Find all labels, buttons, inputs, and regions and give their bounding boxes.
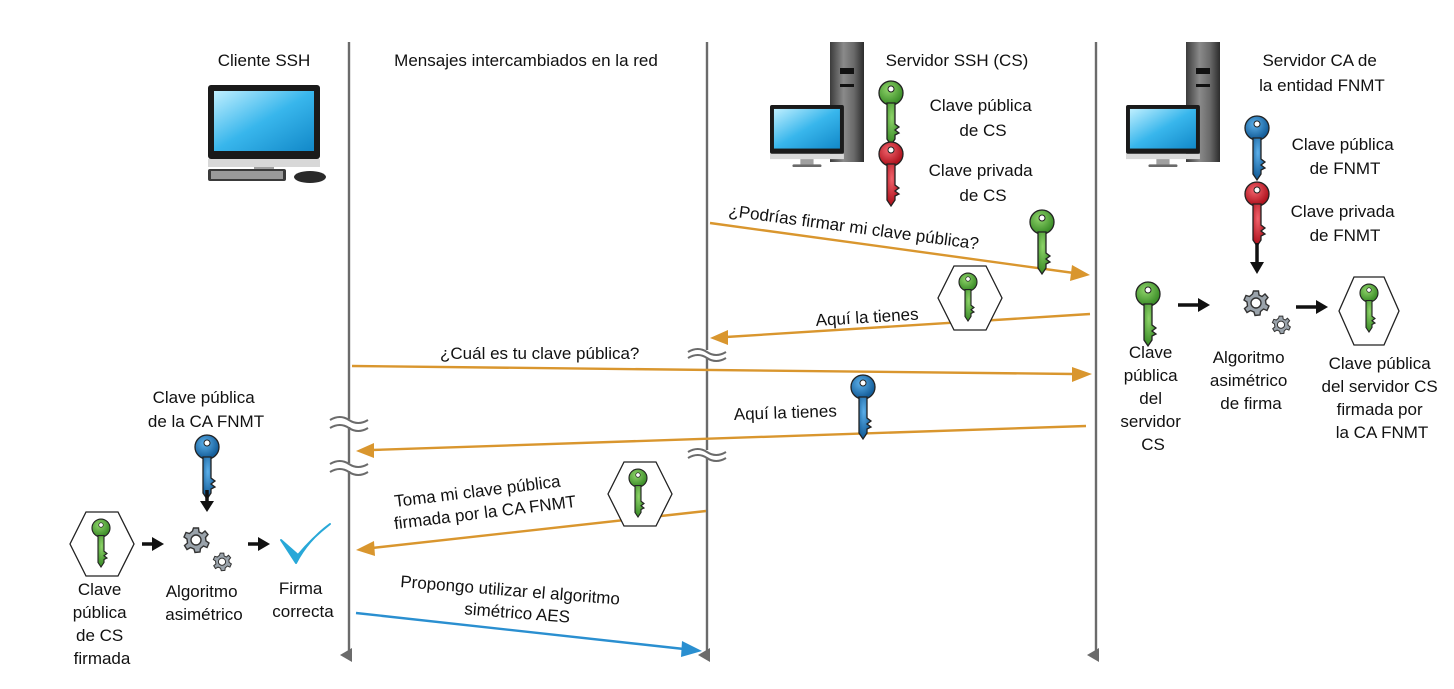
message-ask-public-key-label: ¿Cuál es tu clave pública?: [440, 344, 639, 363]
ca-algorithm-gear-icon: [1243, 290, 1290, 334]
message-signed-reply-key-icon: [937, 265, 1003, 331]
ca-computer-icon: [1126, 42, 1220, 168]
message-sign-request-key-icon: [1029, 209, 1055, 275]
ca-public-key-label: Clave pública de FNMT: [1292, 135, 1399, 178]
server-private-key-label: Clave privada de CS: [929, 161, 1038, 205]
message-ca-key-reply: Aquí la tienes: [356, 374, 1087, 458]
client-computer-icon: [208, 85, 326, 183]
client-process-arrows: [142, 490, 270, 551]
ca-process-output-label: Clave pública del servidor CS firmada po…: [1322, 354, 1443, 442]
client-algorithm-gear-icon: [183, 527, 231, 571]
message-sign-request-label: ¿Podrías firmar mi clave pública?: [727, 201, 980, 253]
column-title-client: Cliente SSH: [218, 51, 311, 70]
message-signed-reply: Aquí la tienes: [710, 265, 1091, 345]
server-private-key-icon: [878, 141, 904, 207]
client-ca-key-label: Clave pública de la CA FNMT: [148, 388, 264, 431]
message-signed-key-to-client: Toma mi clave pública firmada por la CA …: [356, 461, 707, 556]
message-ask-public-key: ¿Cuál es tu clave pública?: [351, 344, 1092, 382]
checkmark-icon: [280, 523, 331, 564]
ca-public-key-icon: [1244, 115, 1270, 181]
client-signed-key-icon: [69, 511, 135, 577]
ca-algorithm-label: Algoritmo asimétrico de firma: [1210, 348, 1292, 413]
ca-private-key-label: Clave privada de FNMT: [1291, 202, 1400, 245]
message-ca-key-reply-key-icon: [850, 374, 876, 440]
server-public-key-label: Clave pública de CS: [930, 96, 1037, 140]
client-algorithm-label: Algoritmo asimétrico: [165, 582, 242, 624]
message-propose-aes: Propongo utilizar el algoritmo simétrico…: [355, 572, 702, 657]
client-ca-key-icon: [194, 434, 220, 500]
break-marks: [329, 348, 728, 476]
ca-signed-key-icon: [1338, 276, 1400, 346]
server-public-key-icon: [878, 80, 904, 146]
column-title-server: Servidor SSH (CS): [886, 51, 1029, 70]
ca-process-input-label: Clave pública del servidor CS: [1120, 343, 1185, 454]
message-sign-request: ¿Podrías firmar mi clave pública?: [709, 201, 1090, 281]
message-ca-key-reply-label: Aquí la tienes: [733, 401, 837, 424]
client-process-input-label: Clave pública de CS firmada: [73, 580, 132, 668]
ca-private-key-icon: [1244, 181, 1270, 247]
ca-process-arrows: [1178, 243, 1328, 314]
client-result-label: Firma correcta: [272, 579, 334, 621]
column-title-network: Mensajes intercambiados en la red: [394, 51, 658, 70]
message-signed-key-to-client-label: Toma mi clave pública firmada por la CA …: [390, 470, 577, 533]
server-computer-icon: [770, 42, 864, 168]
message-signed-key-to-client-key-icon: [607, 461, 673, 527]
column-title-ca: Servidor CA de la entidad FNMT: [1259, 51, 1385, 95]
lifelines: [329, 42, 1099, 662]
ca-process-input-key-icon: [1135, 281, 1161, 347]
